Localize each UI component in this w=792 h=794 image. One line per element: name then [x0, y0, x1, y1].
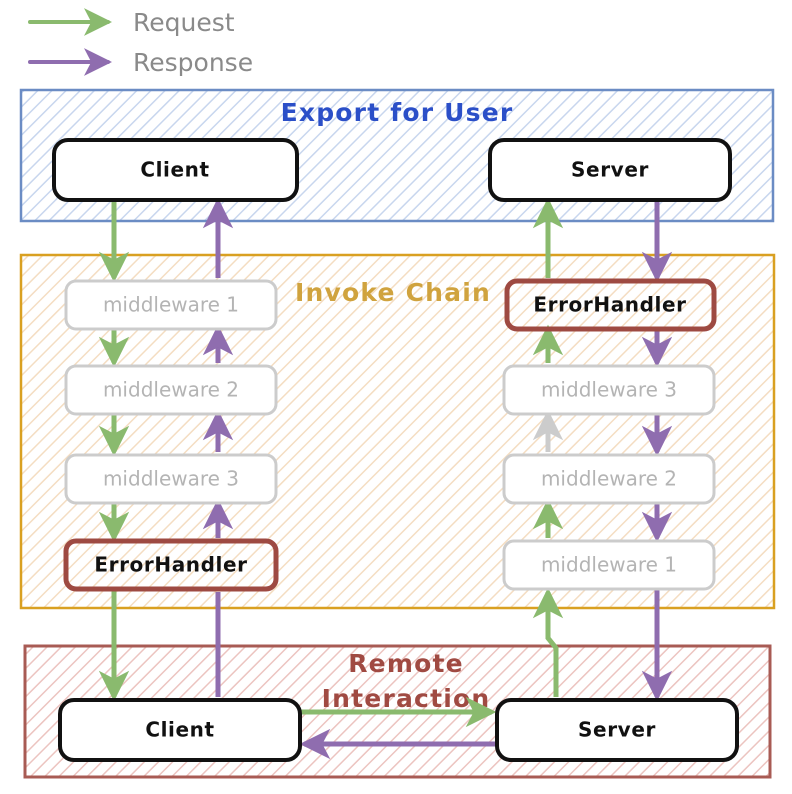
node-client-top[interactable]: Client [52, 138, 299, 202]
node-server-top[interactable]: Server [488, 138, 732, 202]
node-left-middleware-2-box[interactable] [64, 364, 278, 416]
panel-invoke-title: Invoke Chain [295, 278, 491, 307]
node-right-middleware-1[interactable]: middleware 1 [502, 539, 716, 591]
node-client-top-label: Client [140, 158, 209, 182]
node-server-top-label: Server [571, 158, 649, 182]
legend: Request Response [28, 8, 253, 77]
node-client-bottom-label: Client [145, 718, 214, 742]
node-left-middleware-3[interactable]: middleware 3 [64, 453, 278, 505]
node-left-middleware-1-label: middleware 1 [103, 293, 239, 317]
node-right-middleware-1-label: middleware 1 [541, 553, 677, 577]
node-left-middleware-2-label: middleware 2 [103, 378, 239, 402]
legend-item-request: Request [28, 8, 235, 37]
node-left-middleware-3-label: middleware 3 [103, 467, 239, 491]
node-right-middleware-1-box[interactable] [502, 539, 716, 591]
node-server-bottom-label: Server [578, 718, 656, 742]
node-right-errorhandler-box[interactable] [504, 278, 717, 332]
node-right-errorhandler[interactable]: ErrorHandler [504, 278, 717, 332]
node-client-top-box[interactable] [52, 138, 299, 202]
node-left-errorhandler[interactable]: ErrorHandler [63, 538, 279, 592]
legend-response-label: Response [133, 48, 253, 77]
node-left-middleware-1[interactable]: middleware 1 [64, 279, 278, 331]
arrow-req-server-bottom-to-rmw1 [532, 587, 564, 697]
node-right-middleware-2[interactable]: middleware 2 [502, 453, 716, 505]
panel-remote-title-line2: Interaction [322, 684, 491, 713]
legend-request-label: Request [133, 8, 235, 37]
node-left-middleware-2[interactable]: middleware 2 [64, 364, 278, 416]
node-right-middleware-3-label: middleware 3 [541, 378, 677, 402]
node-left-errorhandler-box[interactable] [63, 538, 279, 592]
node-client-bottom-box[interactable] [58, 698, 302, 762]
node-right-middleware-3-box[interactable] [502, 364, 716, 416]
node-left-middleware-1-box[interactable] [64, 279, 278, 331]
legend-item-response: Response [28, 48, 253, 77]
node-right-errorhandler-label: ErrorHandler [533, 293, 686, 317]
panel-export-title: Export for User [281, 98, 514, 127]
node-right-middleware-3[interactable]: middleware 3 [502, 364, 716, 416]
nodes-layer: Client Server middleware 1 middleware 2 … [52, 138, 739, 762]
node-server-bottom-box[interactable] [495, 698, 739, 762]
panel-remote-title-line1: Remote [348, 649, 464, 678]
node-server-top-box[interactable] [488, 138, 732, 202]
node-server-bottom[interactable]: Server [495, 698, 739, 762]
node-left-errorhandler-label: ErrorHandler [94, 553, 247, 577]
node-left-middleware-3-box[interactable] [64, 453, 278, 505]
node-right-middleware-2-box[interactable] [502, 453, 716, 505]
node-client-bottom[interactable]: Client [58, 698, 302, 762]
node-right-middleware-2-label: middleware 2 [541, 467, 677, 491]
